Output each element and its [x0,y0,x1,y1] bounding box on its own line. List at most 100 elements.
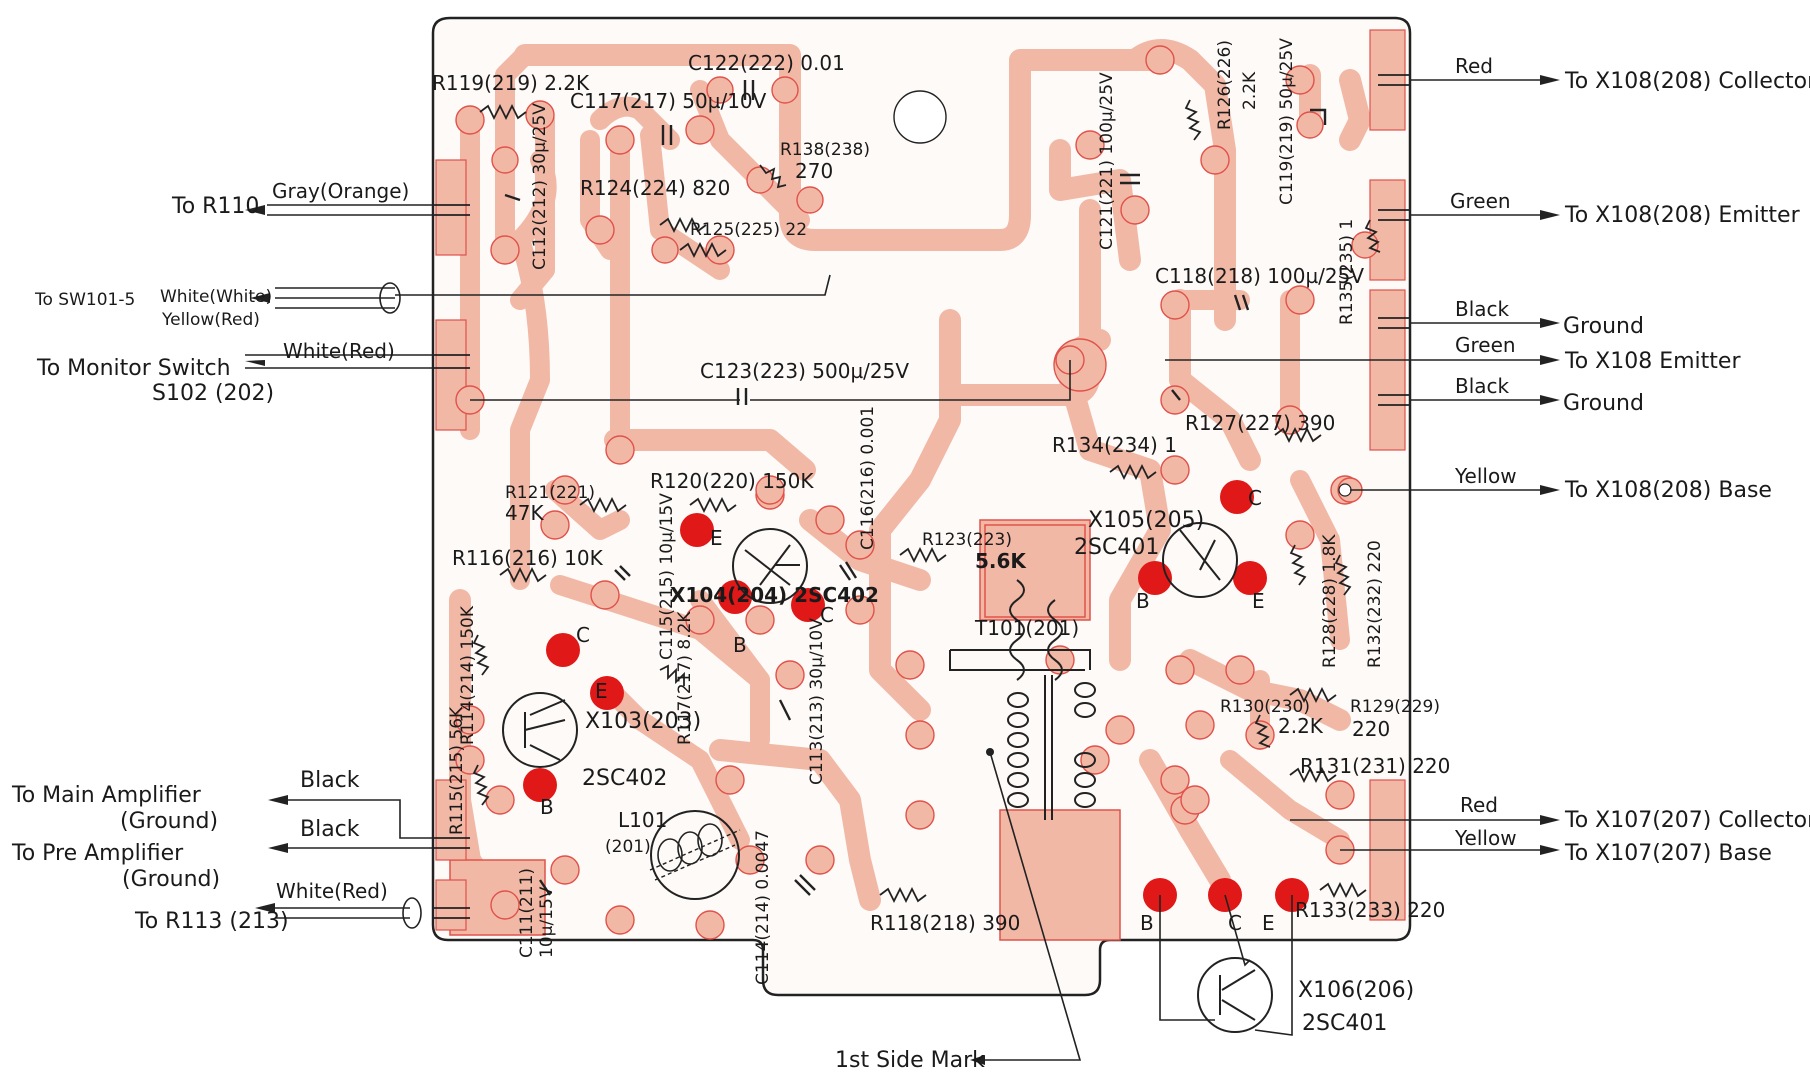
label-ground-r2: Ground [1563,391,1644,416]
pin-x103-e: E [595,679,608,703]
label-ground-2: (Ground) [122,867,220,892]
label-black-r2: Black [1455,374,1510,398]
arrowheads [245,75,1560,1065]
label-to-x108-collector: To X108(208) Collector [1564,69,1810,94]
label-r138: R138(238) [780,140,870,160]
pin-x104-e: E [710,526,723,550]
label-green-2: Green [1455,333,1516,357]
label-r132: R132(232) 220 [1365,540,1385,668]
label-x104: X104(204) 2SC402 [670,583,879,607]
label-c118: C118(218) 100µ/25V [1155,264,1364,288]
label-yellow-red: Yellow(Red) [161,310,260,330]
pin-x104-b: B [733,633,747,657]
label-r128: R128(228) 1.8K [1320,534,1340,668]
label-red-2: Red [1460,793,1498,817]
label-l101-sub: (201) [605,837,651,857]
mounting-hole [893,90,947,144]
label-c117: C117(217) 50µ/10V [570,89,767,113]
label-t101: T101(201) [974,616,1079,640]
label-x106: X106(206) [1298,978,1414,1003]
label-to-monitor: To Monitor Switch [36,356,231,381]
pin-labels: E C B C E B C B E B C E [540,486,1275,935]
label-r131: R131(231) 220 [1300,754,1450,778]
label-x105: X105(205) [1088,508,1204,533]
edge-slots [433,74,1410,919]
label-r135: R135(235) 1 [1337,219,1357,325]
pin-x106-c: C [1228,911,1242,935]
label-yellow-2: Yellow [1454,826,1517,850]
label-r116: R116(216) 10K [452,546,604,570]
label-r134: R134(234) 1 [1052,433,1177,457]
label-to-x108-emitter: To X108(208) Emitter [1564,203,1801,228]
label-x103-type: 2SC402 [582,766,667,791]
label-gray-orange: Gray(Orange) [272,179,409,203]
label-r138-val: 270 [795,159,833,183]
label-r129-val: 220 [1352,717,1390,741]
pin-x105-c: C [1248,486,1262,510]
label-c116: C116(216) 0.001 [858,406,878,550]
inductor-l101 [649,810,741,900]
label-r127: R127(227) 390 [1185,411,1335,435]
label-r130-val: 2.2K [1278,714,1324,738]
label-r120: R120(220) 150K [650,469,814,493]
label-c114: C114(214) 0.0047 [753,830,773,985]
label-to-x107-base: To X107(207) Base [1564,841,1772,866]
label-r130: R130(230) [1220,697,1310,717]
label-r129: R129(229) [1350,697,1440,717]
label-r123: R123(223) [922,530,1012,550]
label-to-r110: To R110 [171,194,259,219]
capacitors [504,80,1327,896]
label-to-sw101: To SW101-5 [34,290,135,310]
label-white-red: White(Red) [283,339,395,363]
right-connection-labels: Red To X108(208) Collector Green To X108… [1450,54,1810,866]
label-r126-val: 2.2K [1240,71,1260,110]
label-c121: C121(221) 100µ/25V [1097,72,1117,250]
label-r123-val: 5.6K [975,549,1027,573]
left-connection-labels: To R110 Gray(Orange) To SW101-5 White(Wh… [11,179,409,934]
label-r124: R124(224) 820 [580,176,730,200]
pin-x106-b: B [1140,911,1154,935]
label-white-white: White(White) [160,287,272,307]
label-s102: S102 (202) [152,381,274,406]
label-c115: C115(215) 10µ/15V [657,493,677,660]
label-yellow-1: Yellow [1454,464,1517,488]
label-black-r1: Black [1455,297,1510,321]
label-to-x108-base: To X108(208) Base [1564,478,1772,503]
label-ground-r1: Ground [1563,314,1644,339]
label-c113: C113(213) 30µ/10V [807,618,827,785]
label-to-r113: To R113 (213) [134,909,289,934]
pin-x104-c: C [820,603,834,627]
label-to-pre-amp: To Pre Amplifier [11,841,184,866]
label-c112: C112(212) 30µ/25V [530,103,550,270]
label-red-1: Red [1455,54,1493,78]
resistors [472,99,1381,904]
label-c111: C111(211) [517,868,537,958]
label-to-main-amp: To Main Amplifier [11,783,202,808]
label-r121-val: 47K [505,501,544,525]
label-ground-1: (Ground) [120,809,218,834]
label-r125: R125(225) 22 [690,220,807,240]
label-x105-type: 2SC401 [1074,535,1159,560]
label-to-x108-emitter-2: To X108 Emitter [1564,349,1741,374]
label-side-mark: 1st Side Mark [835,1048,985,1073]
label-r133: R133(233) 220 [1295,898,1445,922]
label-black-2: Black [300,817,360,842]
label-c123: C123(223) 500µ/25V [700,359,909,383]
label-white-red-2: White(Red) [276,879,388,903]
label-r114: R114(214) 150K [458,605,478,745]
pin-x103-b: B [540,795,554,819]
label-r119: R119(219) 2.2K [432,71,590,95]
transistors [502,522,1273,1033]
label-r117: R117(217) 8.2K [675,611,695,745]
label-black-1: Black [300,768,360,793]
transformer-t101 [949,524,1096,820]
pin-x105-b: B [1136,589,1150,613]
pin-x105-e: E [1252,589,1265,613]
label-x106-type: 2SC401 [1302,1011,1387,1036]
pin-x106-e: E [1262,911,1275,935]
label-green-1: Green [1450,189,1511,213]
label-r126: R126(226) [1215,40,1235,130]
label-x103: X103(203) [585,709,701,734]
